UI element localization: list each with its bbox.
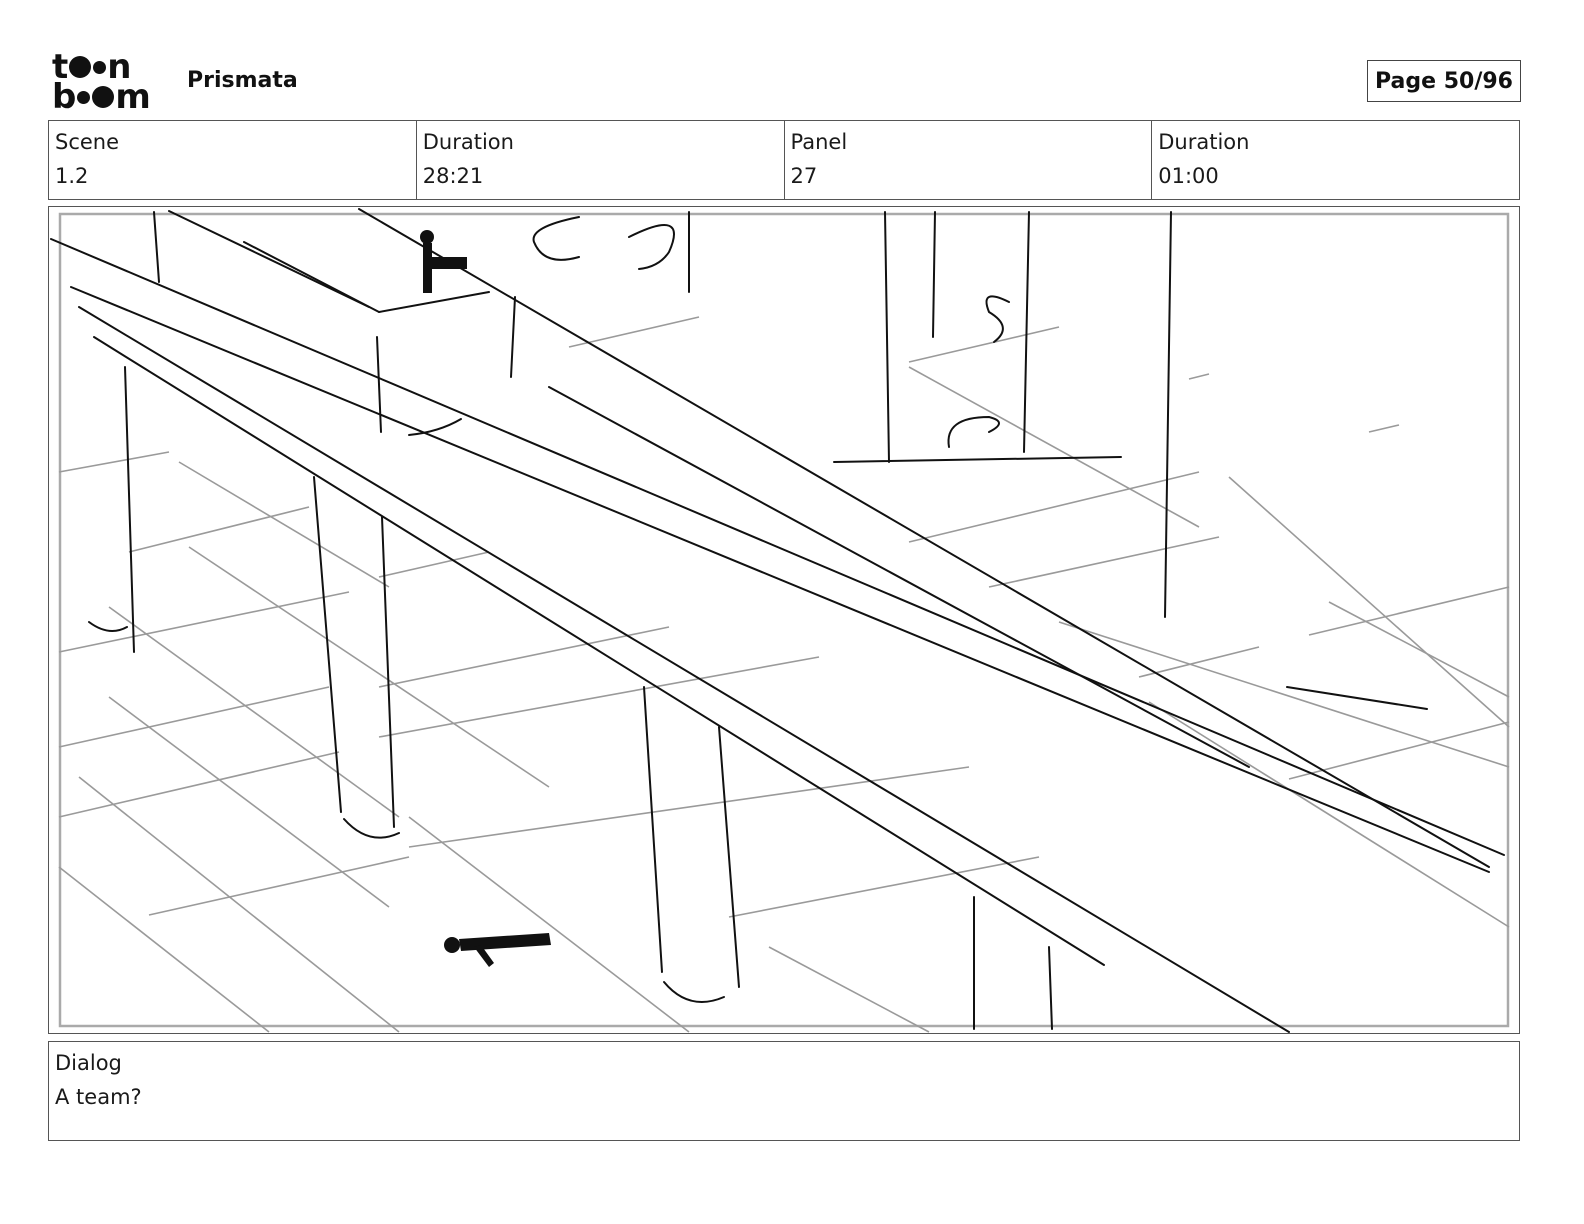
panel-duration-label: Duration: [1158, 130, 1250, 154]
project-name: Prismata: [187, 68, 298, 93]
scene-duration-value: 28:21: [422, 164, 484, 188]
dialog-text: A team?: [55, 1085, 142, 1109]
character-figures: [420, 230, 551, 967]
page-indicator: Page 50/96: [1367, 60, 1521, 102]
panel-info-table: Scene 1.2 Duration 28:21 Panel 27 Durati…: [48, 120, 1520, 200]
scene-value: 1.2: [55, 164, 89, 188]
ground-grid-lines: [58, 316, 1510, 1033]
scene-duration-label: Duration: [422, 130, 514, 154]
dialog-box: Dialog A team?: [48, 1041, 1520, 1141]
panel-value: 27: [790, 164, 818, 188]
panel-cell: Panel 27: [783, 121, 1152, 199]
dialog-label: Dialog: [55, 1051, 122, 1075]
panel-duration-value: 01:00: [1158, 164, 1219, 188]
safe-area-frame: [58, 212, 1510, 1028]
scene-duration-cell: Duration 28:21: [415, 121, 784, 199]
panel-duration-cell: Duration 01:00: [1151, 121, 1519, 199]
bridge-lines: [50, 208, 1505, 1033]
panel-sketch: [50, 208, 1510, 1033]
scene-cell: Scene 1.2: [49, 121, 416, 199]
storyboard-panel: [48, 206, 1520, 1034]
toon-boom-logo: t n b m: [52, 47, 151, 117]
panel-label: Panel: [790, 130, 848, 154]
scene-label: Scene: [55, 130, 120, 154]
